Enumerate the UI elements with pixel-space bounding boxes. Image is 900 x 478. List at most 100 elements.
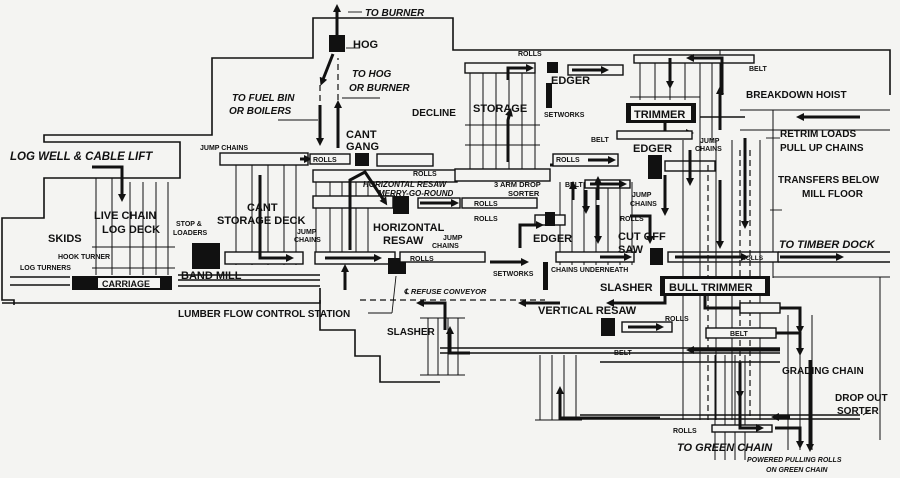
label-to-timber-dock: TO TIMBER DOCK bbox=[779, 239, 876, 251]
horizontal-resaw-area bbox=[312, 169, 560, 330]
label-rolls-5: ROLLS bbox=[474, 216, 498, 223]
center-setworks bbox=[543, 262, 548, 290]
label-jump-chains-5b: CHAINS bbox=[630, 201, 657, 208]
label-to-hog-2: OR BURNER bbox=[349, 83, 410, 94]
label-three-arm-2: SORTER bbox=[508, 189, 540, 198]
label-stop-loaders-1: STOP & bbox=[176, 221, 202, 228]
label-bull-trimmer: BULL TRIMMER bbox=[669, 282, 753, 294]
label-live-chain-1: LIVE CHAIN bbox=[94, 210, 156, 222]
cant-gang-saw bbox=[355, 153, 369, 166]
label-hr-mgr-1: HORIZONTAL RESAW bbox=[363, 180, 448, 189]
label-log-well: LOG WELL & CABLE LIFT bbox=[10, 151, 153, 163]
label-rolls-9: ROLLS bbox=[673, 428, 697, 435]
label-belt-top: BELT bbox=[749, 66, 767, 73]
label-cant-gang-2: GANG bbox=[346, 141, 379, 153]
hog-area bbox=[278, 4, 380, 148]
label-retrim-2: PULL UP CHAINS bbox=[780, 143, 864, 154]
label-retrim-1: RETRIM LOADS bbox=[780, 129, 856, 140]
label-to-hog-1: TO HOG bbox=[352, 69, 391, 80]
label-belt-3: BELT bbox=[565, 182, 583, 189]
cant-storage-deck bbox=[219, 152, 434, 265]
label-three-arm-1: 3 ARM DROP bbox=[494, 180, 541, 189]
top-edger-saw bbox=[547, 62, 558, 73]
center-edger-2-saw bbox=[545, 212, 555, 226]
label-vertical-resaw: VERTICAL RESAW bbox=[538, 305, 637, 317]
label-edger-lower: EDGER bbox=[533, 233, 572, 245]
label-to-fuel-2: OR BOILERS bbox=[229, 106, 292, 117]
label-rolls-3: ROLLS bbox=[474, 201, 498, 208]
label-transfers-1: TRANSFERS BELOW bbox=[778, 175, 880, 186]
label-to-green-chain: TO GREEN CHAIN bbox=[677, 442, 773, 454]
label-log-turners: LOG TURNERS bbox=[20, 265, 71, 272]
label-drop-out-1: DROP OUT bbox=[835, 393, 888, 404]
label-slasher-right: SLASHER bbox=[600, 282, 653, 294]
label-horizontal-resaw-1: HORIZONTAL bbox=[373, 222, 445, 234]
log-deck-area bbox=[10, 165, 320, 290]
label-jump-chains-4a: JUMP bbox=[443, 235, 463, 242]
label-jump-chains-3b: CHAINS bbox=[695, 146, 722, 153]
label-stop-loaders-2: LOADERS bbox=[173, 230, 208, 237]
label-horizontal-resaw-2: RESAW bbox=[383, 235, 424, 247]
label-rolls-center: ROLLS bbox=[556, 157, 580, 164]
hog-machine bbox=[329, 35, 345, 52]
label-belt-4: BELT bbox=[730, 331, 748, 338]
label-belt-5: BELT bbox=[614, 350, 632, 357]
label-rolls-8: ROLLS bbox=[665, 316, 689, 323]
label-jump-chains-2b: CHAINS bbox=[294, 237, 321, 244]
cut-off-saw bbox=[650, 248, 663, 265]
label-edger-top: EDGER bbox=[551, 75, 590, 87]
label-hook-turner: HOOK TURNER bbox=[58, 254, 110, 261]
trimmer-area bbox=[616, 54, 860, 140]
label-slasher-left: SLASHER bbox=[387, 327, 436, 338]
label-rolls-2: ROLLS bbox=[413, 171, 437, 178]
label-rolls-6: ROLLS bbox=[620, 216, 644, 223]
label-chains-underneath: CHAINS UNDERNEATH bbox=[551, 267, 628, 274]
label-jump-chains-2a: JUMP bbox=[297, 229, 317, 236]
label-skids: SKIDS bbox=[48, 233, 82, 245]
label-cut-off-2: SAW bbox=[618, 244, 644, 256]
labels: TO BURNER HOG TO HOG OR BURNER TO FUEL B… bbox=[10, 8, 888, 474]
bull-trimmer-area bbox=[606, 276, 871, 450]
label-to-fuel-1: TO FUEL BIN bbox=[232, 93, 295, 104]
label-trimmer: TRIMMER bbox=[634, 109, 685, 121]
vertical-resaw-area bbox=[420, 317, 860, 460]
label-rolls-1: ROLLS bbox=[313, 157, 337, 164]
label-setworks-top: SETWORKS bbox=[544, 112, 585, 119]
vertical-resaw-saw bbox=[601, 318, 615, 336]
label-live-chain-2: LOG DECK bbox=[102, 224, 160, 236]
label-powered-2: ON GREEN CHAIN bbox=[766, 467, 828, 474]
label-hr-mgr-2: MERRY-GO-ROUND bbox=[378, 189, 453, 198]
label-jump-chains-3a: JUMP bbox=[700, 138, 720, 145]
label-edger-center: EDGER bbox=[633, 143, 672, 155]
horizontal-resaw-saw bbox=[393, 196, 409, 214]
label-cant-storage-2: STORAGE DECK bbox=[217, 215, 305, 227]
label-decline: DECLINE bbox=[412, 108, 456, 119]
label-band-mill: BAND MILL bbox=[181, 270, 242, 282]
center-edger-saw bbox=[648, 155, 662, 179]
label-setworks-lower: SETWORKS bbox=[493, 271, 534, 278]
label-jump-chains-left: JUMP CHAINS bbox=[200, 145, 248, 152]
top-setworks bbox=[546, 83, 552, 108]
band-mill-saw bbox=[192, 243, 220, 269]
label-rolls-7: ROLLS bbox=[741, 255, 764, 262]
label-transfers-2: MILL FLOOR bbox=[802, 189, 864, 200]
label-storage: STORAGE bbox=[473, 103, 527, 115]
label-cant-storage-1: CANT bbox=[247, 202, 278, 214]
label-hog: HOG bbox=[353, 39, 378, 51]
label-cut-off-1: CUT OFF bbox=[618, 231, 666, 243]
label-lumber-flow: LUMBER FLOW CONTROL STATION bbox=[178, 309, 350, 320]
label-jump-chains-4b: CHAINS bbox=[432, 243, 459, 250]
building-outline bbox=[1, 17, 891, 440]
label-carriage: CARRIAGE bbox=[102, 279, 150, 289]
edger-cutoff-area bbox=[490, 153, 890, 290]
label-to-burner: TO BURNER bbox=[365, 8, 425, 19]
label-breakdown-hoist: BREAKDOWN HOIST bbox=[746, 90, 847, 101]
label-grading-chain: GRADING CHAIN bbox=[782, 366, 864, 377]
label-cant-gang-1: CANT bbox=[346, 129, 377, 141]
storage-area bbox=[454, 62, 624, 182]
label-refuse-conveyor: ℄ REFUSE CONVEYOR bbox=[404, 287, 487, 296]
label-rolls-top: ROLLS bbox=[518, 51, 542, 58]
label-rolls-4: ROLLS bbox=[410, 256, 434, 263]
label-drop-out-2: SORTER bbox=[837, 406, 879, 417]
